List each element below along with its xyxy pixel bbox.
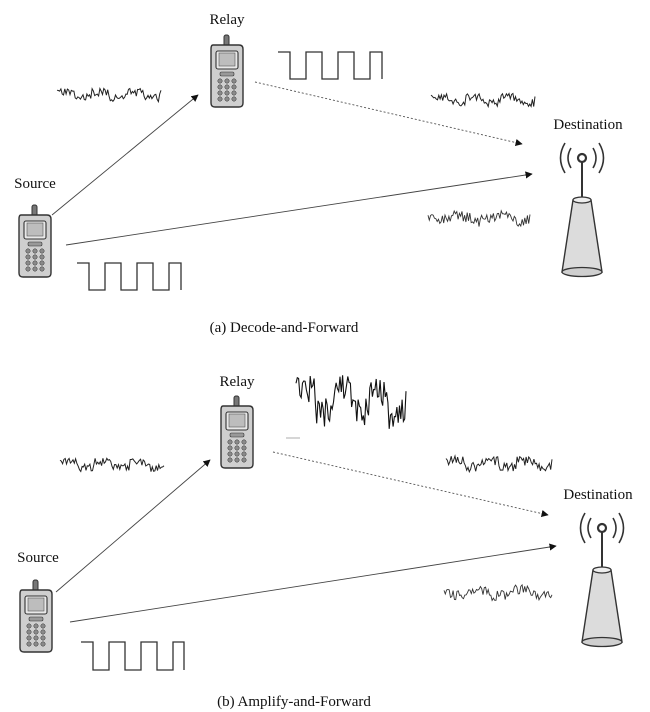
panel-b: Relay Source Destination (b) Amplify-and… — [17, 374, 633, 710]
panel-a: Relay Source Destination (a) Decode-and-… — [14, 12, 623, 336]
source-phone-icon — [19, 579, 53, 653]
destination-tower-icon — [579, 511, 625, 648]
noisy-signal-relay-destination — [430, 92, 536, 109]
source-label: Source — [17, 550, 59, 566]
source-to-destination-arrow — [69, 543, 557, 623]
source-to-relay-arrow — [55, 459, 211, 593]
relay-phone-icon — [210, 34, 244, 108]
source-square-wave — [81, 641, 185, 671]
source-to-relay-arrow — [51, 94, 199, 216]
destination-label: Destination — [553, 117, 623, 133]
noisy-signal-source-relay — [56, 87, 162, 104]
relay-to-destination-dashed-arrow — [254, 81, 523, 147]
relay-phone-icon — [220, 395, 254, 469]
relay-decoded-square-wave — [278, 51, 383, 80]
noisy-signal-relay-destination — [445, 454, 553, 474]
destination-label: Destination — [563, 487, 633, 503]
source-to-destination-arrow — [65, 171, 533, 246]
source-label: Source — [14, 176, 56, 192]
noisy-signal-source-destination — [427, 209, 531, 228]
source-phone-icon — [18, 204, 52, 278]
noisy-signal-source-destination — [443, 583, 553, 602]
relay-to-destination-dashed-arrow — [272, 451, 549, 518]
relay-label: Relay — [210, 12, 245, 28]
noisy-signal-source-relay — [59, 456, 165, 473]
relay-label: Relay — [220, 374, 255, 390]
source-square-wave — [77, 262, 182, 291]
amplified-noisy-signal — [295, 375, 407, 429]
caption-b: (b) Amplify-and-Forward — [217, 694, 371, 710]
caption-a: (a) Decode-and-Forward — [210, 320, 359, 336]
destination-tower-icon — [559, 141, 605, 278]
